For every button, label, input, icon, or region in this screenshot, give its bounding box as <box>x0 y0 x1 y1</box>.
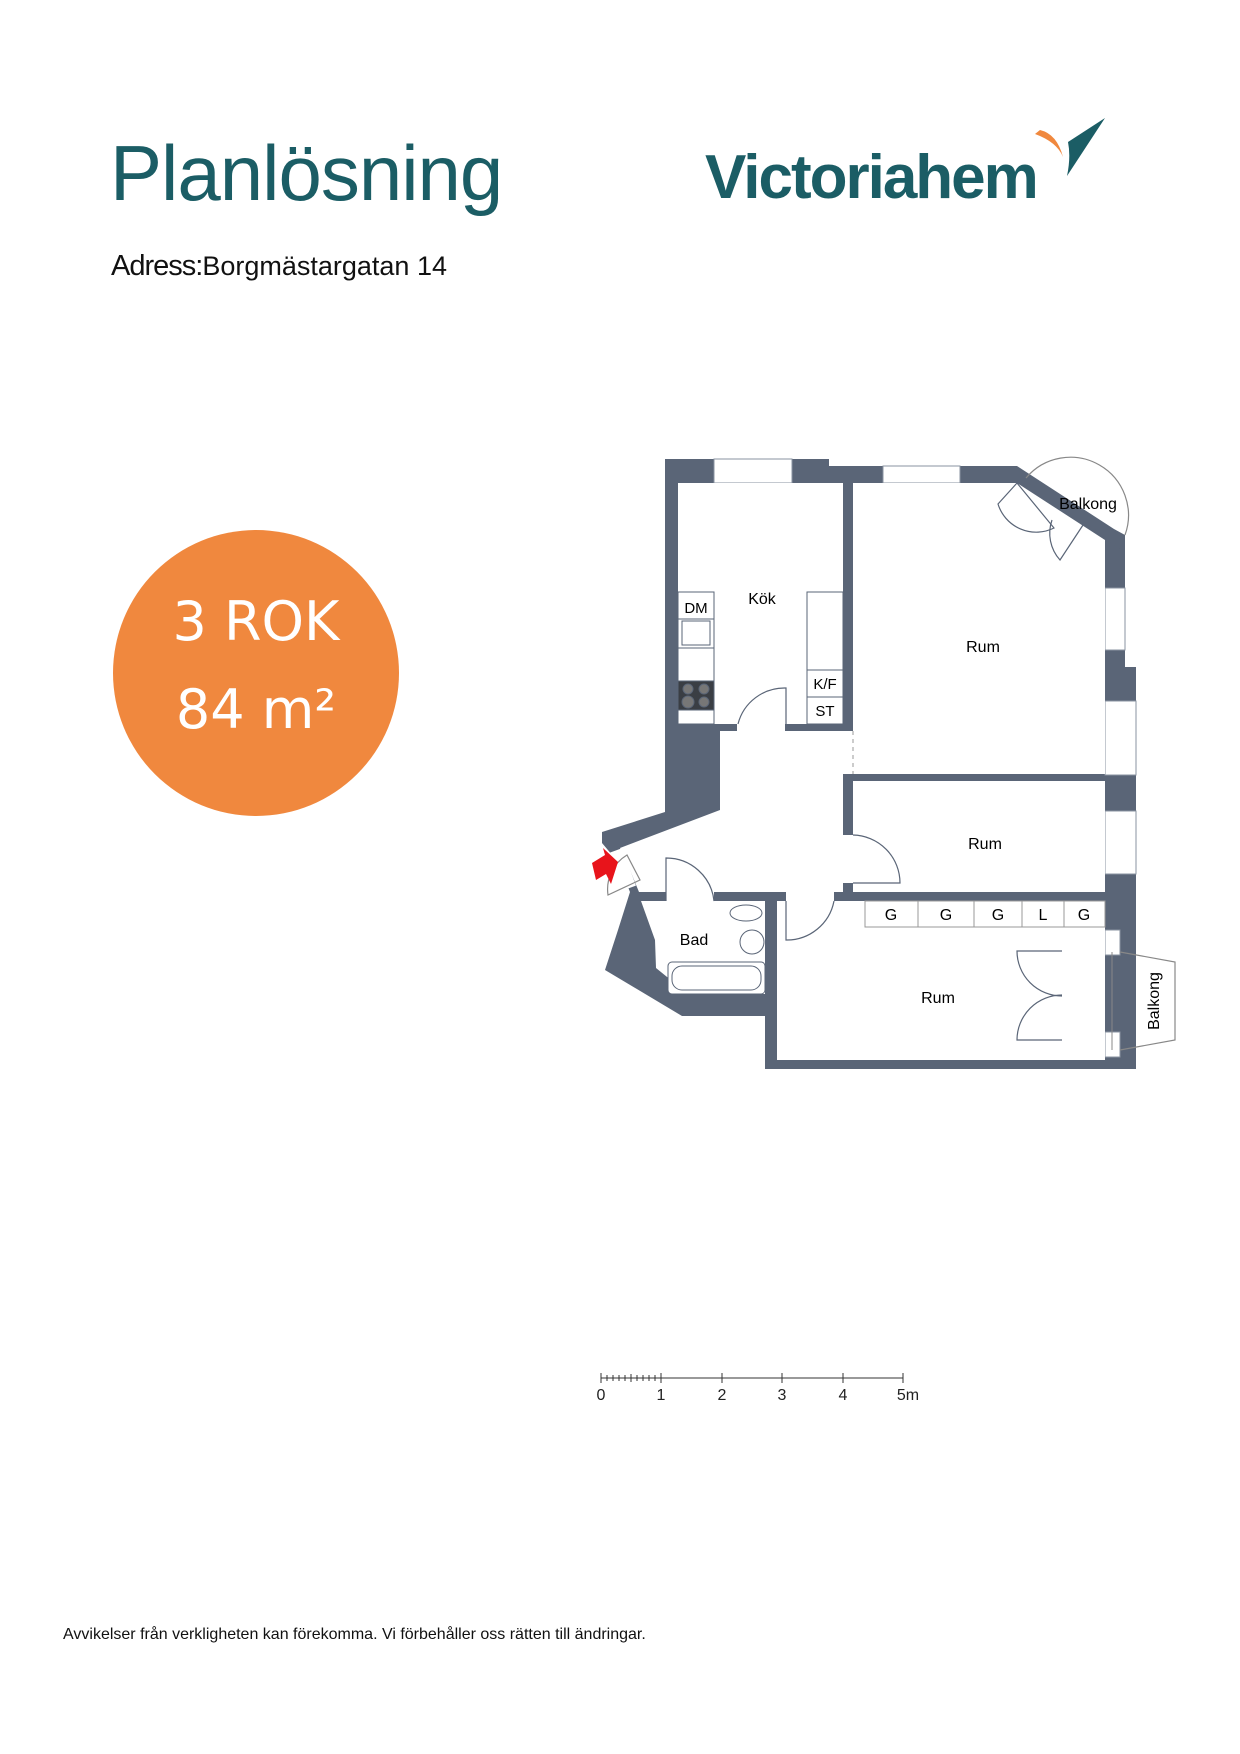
disclaimer: Avvikelser från verkligheten kan förekom… <box>63 1626 646 1643</box>
scale-bar <box>600 1373 904 1383</box>
label-balcony2: Balkong <box>1146 972 1163 1030</box>
wardrobes: G G G L G <box>864 900 1106 928</box>
scale-label: 1 <box>657 1387 666 1404</box>
entrance-arrow-icon <box>592 848 618 884</box>
apartment-badge: 3 ROK 84 m² <box>113 530 399 816</box>
kitchen-fixtures <box>677 591 844 725</box>
address-label: Adress: <box>111 250 203 282</box>
scale-label: 2 <box>718 1387 727 1404</box>
windows <box>713 458 1137 1058</box>
badge-rooms: 3 ROK <box>172 590 340 653</box>
label-room3: Rum <box>921 990 955 1007</box>
scale-label: 3 <box>778 1387 787 1404</box>
victoriahem-logo: Victoriahem <box>705 112 1125 212</box>
label-balcony1: Balkong <box>1059 496 1117 513</box>
wardrobe-label: L <box>1039 907 1048 924</box>
label-room1: Rum <box>966 639 1000 656</box>
room3-door-gap <box>786 888 834 904</box>
hall-area <box>620 731 853 892</box>
floor-plan: DM Kök K/F ST Rum Rum Rum Bad Balkong Ba… <box>592 456 1176 1404</box>
room2-door-gap <box>840 835 856 883</box>
sink-icon <box>739 929 765 955</box>
wardrobe-label: G <box>940 907 952 924</box>
wardrobe-label: G <box>1078 907 1090 924</box>
bath-door-gap <box>666 888 714 904</box>
kitchen-door-gap <box>737 722 785 734</box>
label-dishwasher: DM <box>684 600 707 617</box>
scale-label: 4 <box>839 1387 848 1404</box>
toilet-icon <box>729 904 763 922</box>
label-room2: Rum <box>968 836 1002 853</box>
page-title: Planlösning <box>110 129 503 217</box>
balcony1-divider <box>1019 477 1121 549</box>
room1-area <box>853 483 1105 774</box>
address-value: Borgmästargatan 14 <box>202 251 447 281</box>
badge-area: 84 m² <box>175 678 337 741</box>
label-st: ST <box>815 703 834 720</box>
label-fridge: K/F <box>813 676 836 693</box>
wardrobe-label: G <box>885 907 897 924</box>
room2-area <box>853 781 1105 892</box>
logo-bird-icon <box>1035 118 1105 176</box>
scale-label: 5m <box>897 1387 919 1404</box>
wardrobe-label: G <box>992 907 1004 924</box>
label-bathroom: Bad <box>680 932 708 949</box>
bath-fixtures <box>667 904 766 995</box>
door-swings <box>606 456 1176 1051</box>
logo-text: Victoriahem <box>705 143 1039 212</box>
label-kitchen: Kök <box>748 591 777 608</box>
address: Adress:Borgmästargatan 14 <box>111 250 447 283</box>
scale-label: 0 <box>597 1387 606 1404</box>
